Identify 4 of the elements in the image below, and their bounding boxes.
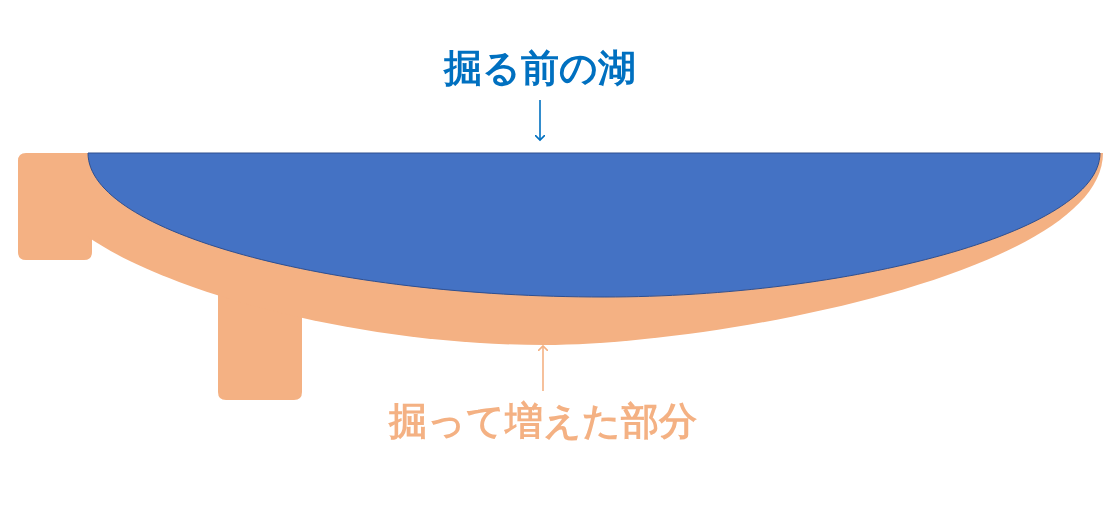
- lake-label: 掘る前の湖: [442, 48, 637, 90]
- dug-area-label: 掘って増えた部分: [387, 401, 698, 443]
- arrow: [534, 99, 546, 141]
- arrow: [537, 345, 549, 392]
